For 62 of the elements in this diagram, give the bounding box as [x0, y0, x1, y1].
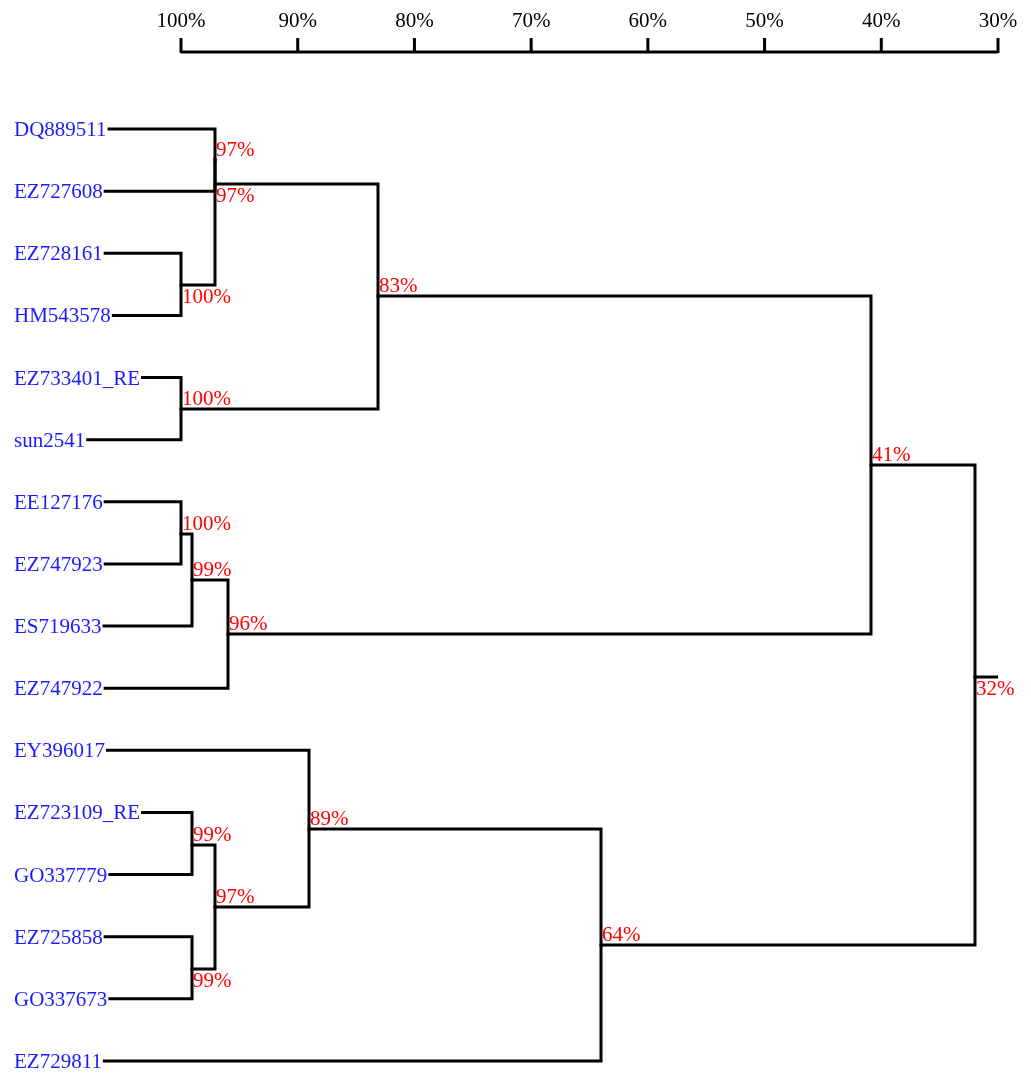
- sequence-label: EZ725858: [14, 923, 103, 950]
- dendrogram-branch: [141, 376, 184, 411]
- dendrogram-branch: [86, 407, 184, 442]
- dendrogram-branch: [190, 843, 218, 909]
- sequence-label: GO337779: [14, 861, 108, 888]
- sequence-label: HM543578: [14, 302, 111, 329]
- dendrogram-branch: [179, 532, 195, 582]
- dendrogram-branch: [103, 632, 231, 690]
- dendrogram-branch: [376, 294, 874, 467]
- dendrogram-branch: [106, 748, 312, 831]
- dendrogram-branch: [111, 283, 184, 317]
- similarity-value: 97%: [216, 137, 255, 161]
- sequence-label: EZ733401_RE: [14, 364, 140, 391]
- similarity-value: 99%: [193, 557, 232, 581]
- axis-tick-label: 30%: [977, 8, 1019, 32]
- dendrogram-branch: [103, 532, 184, 566]
- axis-tick-label: 70%: [510, 8, 552, 32]
- similarity-value: 97%: [216, 183, 255, 207]
- similarity-value: 96%: [229, 611, 268, 635]
- dendrogram-branch: [108, 843, 195, 877]
- similarity-value: 83%: [379, 273, 418, 297]
- axis-tick-label: 50%: [744, 8, 785, 32]
- dendrogram-branch: [190, 578, 231, 636]
- dendrogram-branch: [103, 935, 195, 971]
- similarity-value: 100%: [182, 284, 231, 308]
- dendrogram-branch: [108, 967, 195, 1001]
- similarity-value: 100%: [182, 386, 231, 410]
- sequence-label: GO337673: [14, 985, 108, 1012]
- sequence-label: EZ747923: [14, 550, 103, 577]
- sequence-label: ES719633: [14, 613, 102, 640]
- axis-tick-label: 60%: [627, 8, 669, 32]
- axis-tick-label: 40%: [861, 8, 902, 32]
- dendrogram-branch: [107, 127, 218, 162]
- sequence-label: EE127176: [14, 488, 103, 515]
- sequence-label: DQ889511: [14, 116, 107, 142]
- dendrogram-branch: [213, 158, 218, 186]
- sequence-label: sun2541: [14, 426, 86, 453]
- sequence-label: EY396017: [14, 737, 105, 764]
- similarity-value: 64%: [602, 922, 641, 946]
- dendrogram-branch: [307, 827, 604, 947]
- dendrogram-branch: [103, 251, 184, 287]
- similarity-value: 89%: [310, 806, 349, 830]
- axis-tick-label: 100%: [155, 8, 207, 32]
- sequence-label: EZ728161: [14, 240, 103, 267]
- similarity-value: 99%: [193, 822, 232, 846]
- similarity-value: 32%: [976, 676, 1015, 700]
- dendrogram-branch: [141, 810, 195, 847]
- dendrogram-branch: [102, 943, 604, 1063]
- sequence-label: EZ747922: [14, 675, 103, 702]
- dendrogram-branch: [103, 500, 184, 536]
- axis-tick-label: 80%: [394, 8, 435, 32]
- dendrogram-branch: [213, 182, 381, 298]
- similarity-value: 41%: [872, 442, 911, 466]
- sequence-label: EZ729811: [14, 1047, 102, 1074]
- dendrogram-branch: [102, 578, 195, 628]
- similarity-value: 99%: [193, 968, 232, 992]
- dendrogram-branch: [869, 463, 978, 679]
- similarity-value: 97%: [216, 884, 255, 908]
- sequence-label: EZ727608: [14, 178, 103, 205]
- similarity-value: 100%: [182, 511, 231, 535]
- axis-tick-label: 90%: [277, 8, 318, 32]
- sequence-label: EZ723109_RE: [14, 799, 140, 826]
